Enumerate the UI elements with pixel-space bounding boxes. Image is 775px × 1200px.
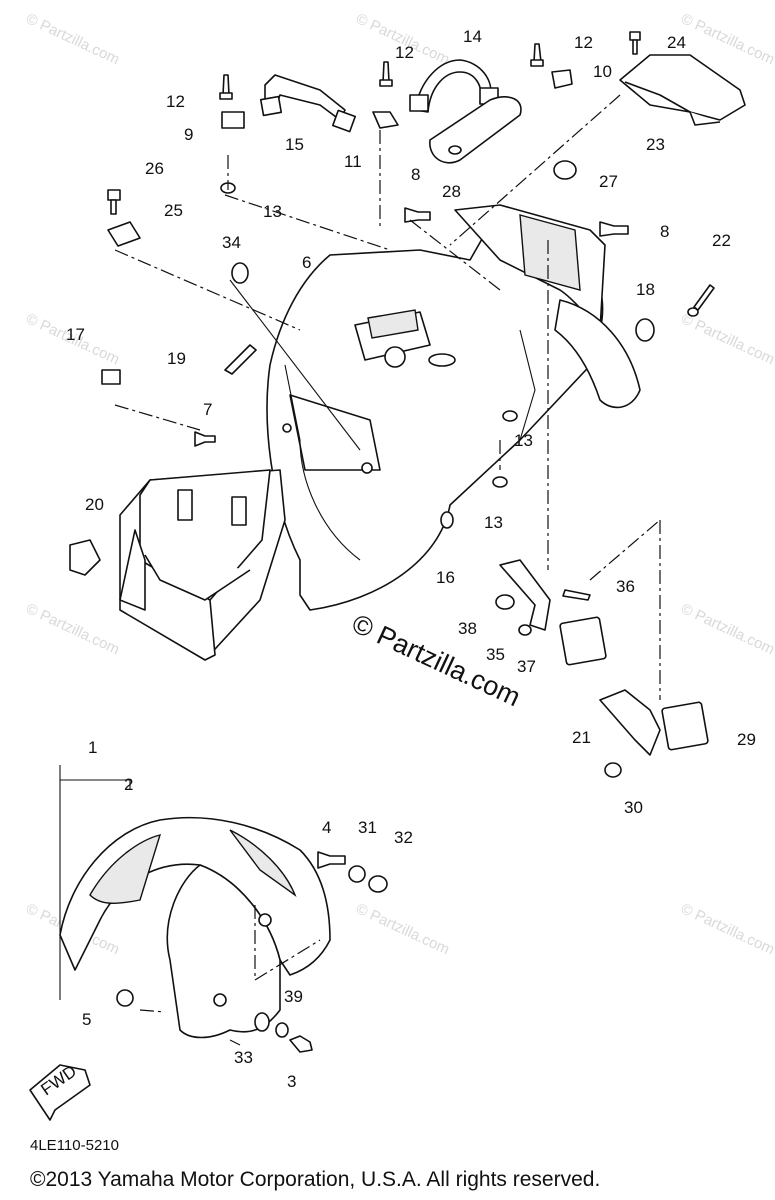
battery-box [119,469,286,661]
callout-17: 17 [66,325,85,344]
rear-fender [266,204,641,611]
fwd-arrow-icon: FWD [29,1062,91,1121]
dashed-leaders [114,94,661,1013]
callout-34: 34 [222,233,241,252]
watermark: © Partzilla.com [678,600,775,658]
callout-29: 29 [737,730,756,749]
callout-12c: 12 [574,33,593,52]
callout-8b: 8 [660,222,669,241]
watermark: © Partzilla.com [23,10,122,68]
callout-26: 26 [145,159,164,178]
callout-labels: 1 2 3 4 5 6 7 8 8 9 10 11 12 12 12 13 13… [66,27,756,1091]
callout-3: 3 [287,1072,296,1091]
callout-13c: 13 [484,513,503,532]
callout-22: 22 [712,231,731,250]
watermark: © Partzilla.com [23,600,122,658]
callout-12b: 12 [395,43,414,62]
callout-19: 19 [167,349,186,368]
callout-10: 10 [593,62,612,81]
front-fender [59,816,331,1039]
strap-15 [259,74,356,133]
watermark: © Partzilla.com [678,310,775,368]
cover-28 [429,96,522,164]
callout-20: 20 [85,495,104,514]
callout-36: 36 [616,577,635,596]
front-fender-fasteners [116,851,388,1053]
callout-32: 32 [394,828,413,847]
callout-24: 24 [667,33,686,52]
watermark: © Partzilla.com [353,900,452,958]
callout-leaders [59,279,361,1046]
callout-7: 7 [203,400,212,419]
callout-14: 14 [463,27,482,46]
callout-11: 11 [344,152,362,171]
callout-12a: 12 [166,92,185,111]
callout-27: 27 [599,172,618,191]
bracket-23 [619,54,746,126]
callout-4: 4 [322,818,331,837]
callout-31: 31 [358,818,377,837]
callout-23: 23 [646,135,665,154]
copyright-notice: ©2013 Yamaha Motor Corporation, U.S.A. A… [30,1168,601,1191]
callout-13a: 13 [263,202,282,221]
fasteners [69,31,715,576]
callout-1: 1 [88,738,97,757]
callout-15: 15 [285,135,304,154]
callout-13b: 13 [514,431,533,450]
callout-39: 39 [284,987,303,1006]
callout-18: 18 [636,280,655,299]
callout-8a: 8 [411,165,420,184]
callout-16: 16 [436,568,455,587]
callout-21: 21 [572,728,591,747]
callout-38: 38 [458,619,477,638]
callout-37: 37 [517,657,536,676]
callout-35: 35 [486,645,505,664]
callout-5: 5 [82,1010,91,1029]
callout-2: 2 [124,775,133,794]
callout-9: 9 [184,125,193,144]
watermark: © Partzilla.com [678,900,775,958]
callout-30: 30 [624,798,643,817]
callout-28: 28 [442,182,461,201]
callout-25: 25 [164,201,183,220]
callout-6: 6 [302,253,311,272]
diagram-code: 4LE110-5210 [30,1137,119,1154]
license-bracket [495,559,709,778]
callout-33: 33 [234,1048,253,1067]
